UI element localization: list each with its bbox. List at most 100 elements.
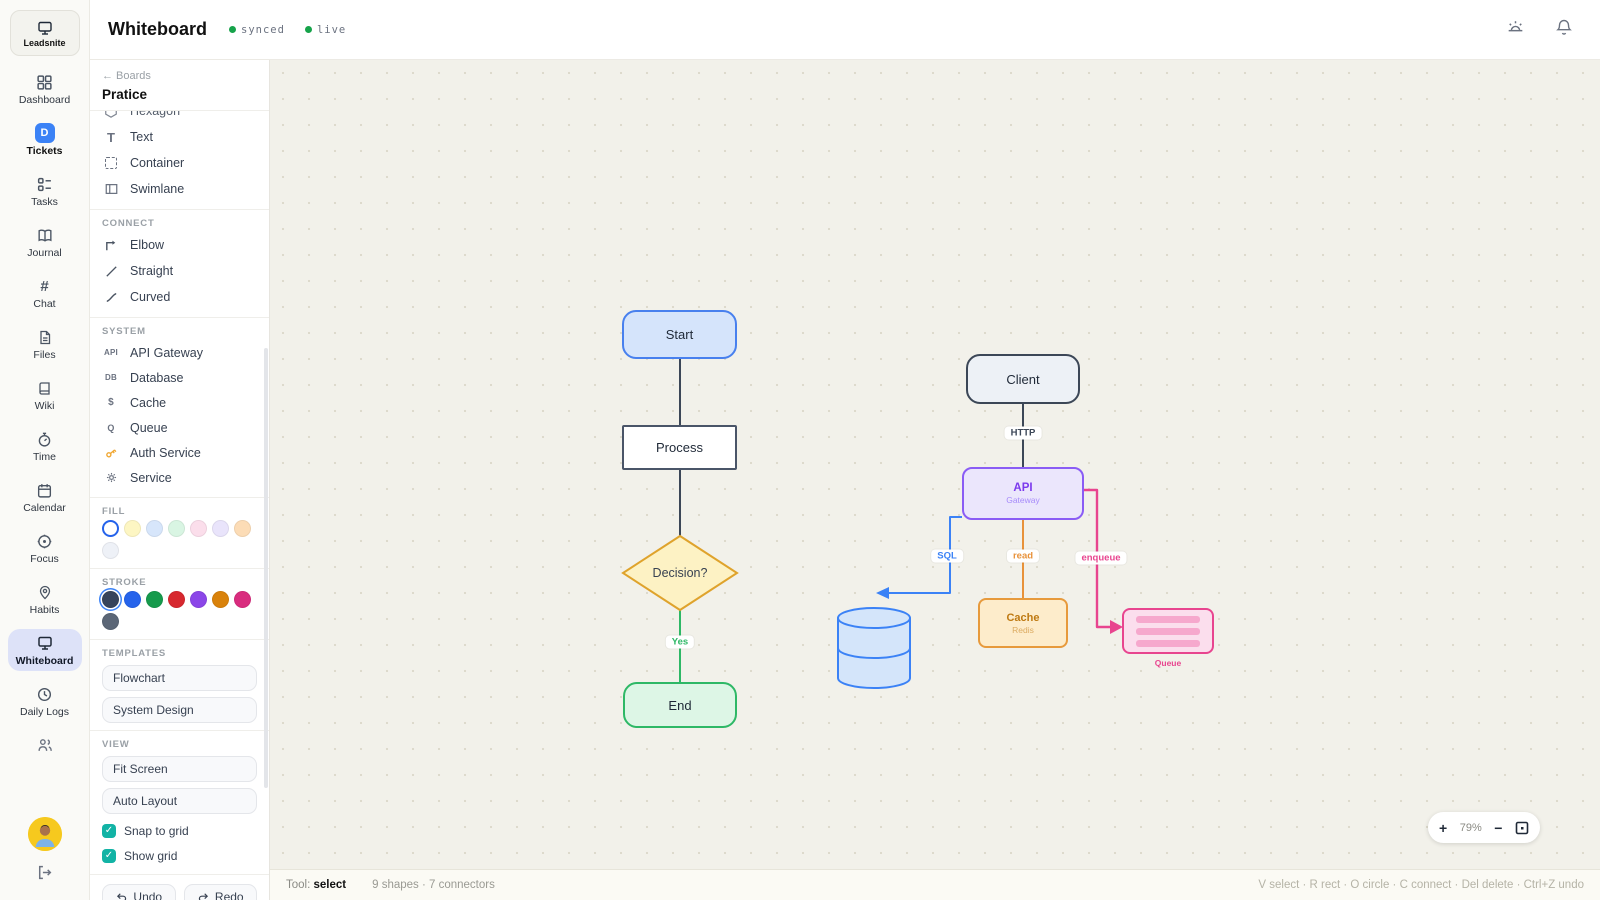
http-connector-label: HTTP bbox=[1004, 426, 1042, 440]
fill-swatch[interactable] bbox=[102, 520, 119, 537]
stroke-swatch[interactable] bbox=[102, 591, 119, 608]
node-queue[interactable] bbox=[1122, 608, 1214, 654]
sidebar-label: Whiteboard bbox=[15, 655, 74, 667]
undo-button[interactable]: Undo bbox=[102, 884, 176, 900]
checkbox-label: Show grid bbox=[124, 849, 178, 863]
zoom-out-button[interactable]: − bbox=[1494, 819, 1503, 836]
fit-screen-button[interactable]: Fit Screen bbox=[102, 756, 257, 782]
sidebar-item-whiteboard[interactable]: Whiteboard bbox=[7, 629, 82, 671]
logout-icon[interactable] bbox=[36, 864, 53, 886]
tool-api-gateway[interactable]: API API Gateway bbox=[102, 340, 257, 365]
sidebar-item-clipped[interactable] bbox=[8, 731, 82, 761]
system-design-template-button[interactable]: System Design bbox=[102, 697, 257, 723]
tool-value: select bbox=[313, 879, 347, 891]
fill-swatch[interactable] bbox=[124, 520, 141, 537]
sidebar-item-calendar[interactable]: Calendar bbox=[8, 476, 82, 518]
monitor-icon bbox=[36, 19, 54, 37]
show-grid-checkbox[interactable]: ✓ Show grid bbox=[102, 845, 257, 867]
sidebar-item-daily-logs[interactable]: Daily Logs bbox=[8, 680, 82, 722]
node-start[interactable]: Start bbox=[622, 310, 737, 359]
sidebar-item-tickets[interactable]: D Tickets bbox=[8, 119, 82, 161]
top-bar: Whiteboard synced live bbox=[90, 0, 1600, 60]
node-client[interactable]: Client bbox=[966, 354, 1080, 404]
sidebar-item-chat[interactable]: # Chat bbox=[8, 272, 82, 314]
zoom-in-button[interactable]: + bbox=[1439, 819, 1448, 836]
live-label: live bbox=[316, 23, 347, 36]
stroke-swatch[interactable] bbox=[190, 591, 207, 608]
key-icon bbox=[102, 446, 120, 460]
sidebar-item-tasks[interactable]: Tasks bbox=[8, 170, 82, 212]
sidebar-item-wiki[interactable]: Wiki bbox=[8, 374, 82, 416]
user-avatar[interactable] bbox=[27, 817, 62, 851]
db-text-icon: DB bbox=[105, 373, 117, 382]
fill-swatch[interactable] bbox=[190, 520, 207, 537]
sidebar-item-time[interactable]: Time bbox=[8, 425, 82, 467]
monitor-icon bbox=[36, 634, 54, 652]
stroke-swatch[interactable] bbox=[124, 591, 141, 608]
node-decision-label[interactable]: Decision? bbox=[623, 557, 737, 589]
node-end[interactable]: End bbox=[623, 682, 737, 728]
tool-curved[interactable]: Curved bbox=[102, 284, 257, 310]
fill-swatch[interactable] bbox=[102, 542, 119, 559]
hexagon-icon bbox=[102, 111, 120, 119]
redo-label: Redo bbox=[214, 890, 244, 900]
sidebar-item-dashboard[interactable]: Dashboard bbox=[8, 68, 82, 110]
tool-cache[interactable]: $ Cache bbox=[102, 390, 257, 415]
main-column: Whiteboard synced live bbox=[90, 0, 1600, 900]
stroke-swatch[interactable] bbox=[102, 613, 119, 630]
tool-label: Swimlane bbox=[130, 182, 185, 196]
fill-swatches bbox=[102, 520, 262, 559]
status-bar: Tool: select 9 shapes · 7 connectors V s… bbox=[270, 869, 1600, 900]
stroke-swatch[interactable] bbox=[212, 591, 229, 608]
node-cache[interactable]: Cache Redis bbox=[978, 598, 1068, 648]
fill-swatch[interactable] bbox=[212, 520, 229, 537]
panel-scrollbar[interactable] bbox=[264, 348, 268, 788]
fill-swatch[interactable] bbox=[146, 520, 163, 537]
dollar-icon: $ bbox=[108, 397, 114, 408]
sidebar-item-focus[interactable]: Focus bbox=[8, 527, 82, 569]
container-icon bbox=[102, 157, 120, 169]
tool-label: Cache bbox=[130, 395, 167, 410]
back-to-boards-link[interactable]: ← Boards bbox=[102, 70, 151, 82]
sidebar-label: Tickets bbox=[26, 145, 63, 157]
stroke-swatch[interactable] bbox=[234, 591, 251, 608]
snap-to-grid-checkbox[interactable]: ✓ Snap to grid bbox=[102, 820, 257, 842]
section-title: FILL bbox=[102, 506, 126, 517]
tool-straight[interactable]: Straight bbox=[102, 258, 257, 284]
node-api-gateway[interactable]: API Gateway bbox=[962, 467, 1084, 520]
auto-layout-button[interactable]: Auto Layout bbox=[102, 788, 257, 814]
checkbox-check-icon: ✓ bbox=[102, 849, 116, 863]
database-cylinder-shape[interactable] bbox=[837, 607, 911, 689]
tool-database[interactable]: DB Database bbox=[102, 365, 257, 390]
stroke-swatch[interactable] bbox=[168, 591, 185, 608]
notifications-bell-icon[interactable] bbox=[1554, 17, 1574, 43]
redo-button[interactable]: Redo bbox=[183, 884, 257, 900]
tool-queue[interactable]: Q Queue bbox=[102, 415, 257, 440]
flowchart-template-button[interactable]: Flowchart bbox=[102, 665, 257, 691]
node-process[interactable]: Process bbox=[622, 425, 737, 470]
fill-swatch[interactable] bbox=[234, 520, 251, 537]
fit-to-screen-icon[interactable] bbox=[1515, 821, 1529, 835]
tool-swimlane[interactable]: Swimlane bbox=[102, 176, 257, 202]
sidebar-item-journal[interactable]: Journal bbox=[8, 221, 82, 263]
tool-hexagon[interactable]: Hexagon bbox=[102, 111, 257, 124]
tool-elbow[interactable]: Elbow bbox=[102, 232, 257, 258]
file-icon bbox=[37, 328, 53, 346]
fill-swatch[interactable] bbox=[168, 520, 185, 537]
theme-sun-icon[interactable] bbox=[1505, 17, 1526, 43]
brand-name: Leadsnite bbox=[23, 37, 66, 48]
node-label: Decision? bbox=[652, 566, 708, 580]
stroke-swatch[interactable] bbox=[146, 591, 163, 608]
tool-auth-service[interactable]: Auth Service bbox=[102, 440, 257, 465]
sidebar-item-files[interactable]: Files bbox=[8, 323, 82, 365]
whiteboard-canvas[interactable]: Start Process Decision? End Yes Client H… bbox=[270, 60, 1600, 900]
tool-container[interactable]: Container bbox=[102, 150, 257, 176]
tool-service[interactable]: Service bbox=[102, 465, 257, 490]
tool-text[interactable]: T Text bbox=[102, 124, 257, 150]
view-section: VIEW Fit Screen Auto Layout ✓ Snap to gr… bbox=[90, 730, 269, 874]
sidebar-item-habits[interactable]: Habits bbox=[8, 578, 82, 620]
brand-logo[interactable]: Leadsnite bbox=[9, 10, 80, 56]
stroke-swatches bbox=[102, 591, 262, 630]
node-label: Client bbox=[1006, 371, 1040, 387]
